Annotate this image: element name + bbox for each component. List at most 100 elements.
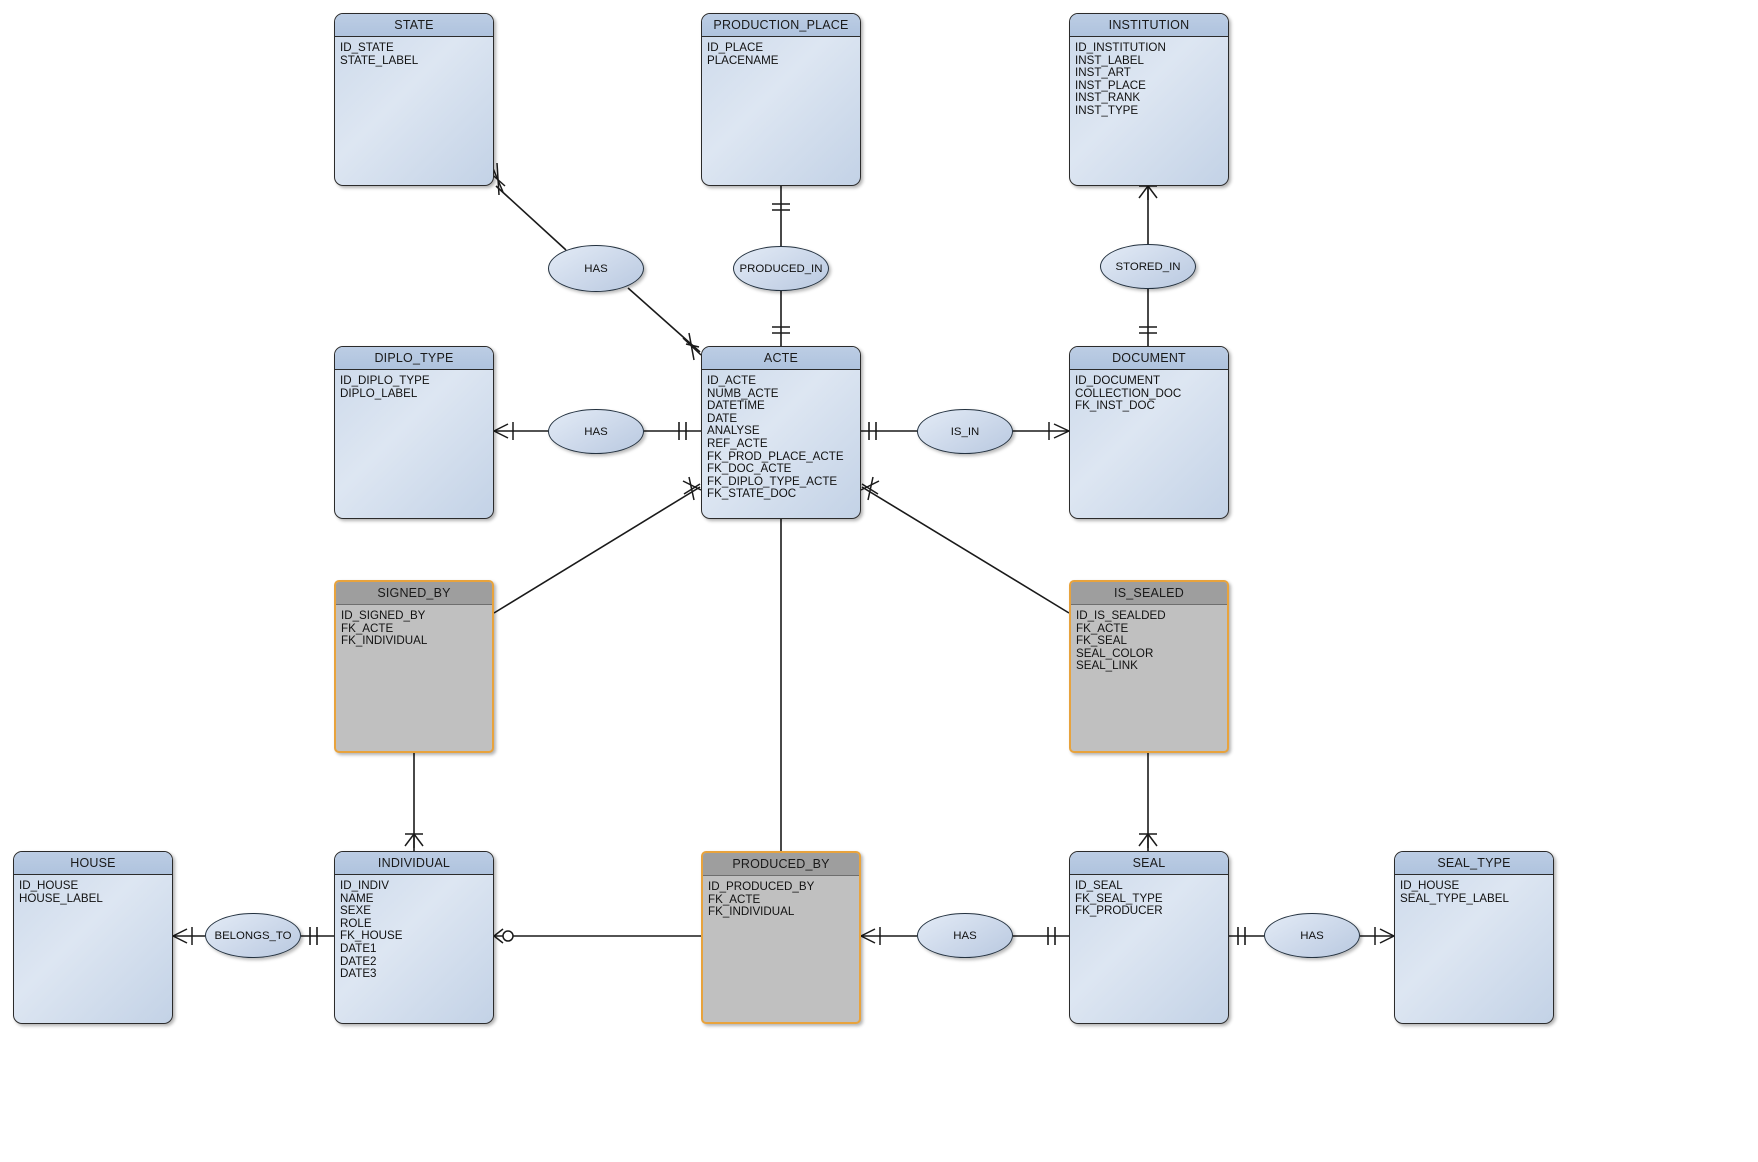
entity-diplo-type[interactable]: DIPLO_TYPE ID_DIPLO_TYPE DIPLO_LABEL — [334, 346, 494, 519]
entity-house[interactable]: HOUSE ID_HOUSE HOUSE_LABEL — [13, 851, 173, 1024]
entity-individual[interactable]: INDIVIDUAL ID_INDIV NAME SEXE ROLE FK_HO… — [334, 851, 494, 1024]
entity-state[interactable]: STATE ID_STATE STATE_LABEL — [334, 13, 494, 186]
relationship-has-producer[interactable]: HAS — [917, 913, 1013, 958]
attribute: FK_ACTE — [341, 621, 394, 635]
attribute: ID_INSTITUTION — [1075, 41, 1166, 54]
attribute: FK_PROD_PLACE_ACTE — [707, 449, 844, 463]
attribute: SEAL_COLOR — [1076, 646, 1154, 660]
attribute: DATE2 — [340, 954, 377, 968]
attribute: FK_ACTE — [1076, 621, 1129, 635]
entity-document[interactable]: DOCUMENT ID_DOCUMENT COLLECTION_DOC FK_I… — [1069, 346, 1229, 519]
entity-seal[interactable]: SEAL ID_SEAL FK_SEAL_TYPE FK_PRODUCER — [1069, 851, 1229, 1024]
attribute: ID_IS_SEALDED — [1076, 609, 1166, 622]
attribute: FK_SEAL — [1076, 634, 1127, 648]
entity-title: ACTE — [702, 347, 860, 370]
relationship-has-state[interactable]: HAS — [548, 245, 644, 292]
attribute: FK_ACTE — [708, 892, 761, 906]
crowfoot-has-acte — [682, 332, 702, 361]
entity-title: INSTITUTION — [1070, 14, 1228, 37]
attribute-list: ID_INSTITUTION INST_LABEL INST_ART INST_… — [1070, 37, 1228, 118]
connector-state-has — [495, 185, 567, 251]
relationship-stored-in[interactable]: STORED_IN — [1100, 244, 1196, 289]
attribute-list: ID_INDIV NAME SEXE ROLE FK_HOUSE DATE1 D… — [335, 875, 493, 981]
attribute: ID_SEAL — [1075, 879, 1123, 892]
attribute: FK_HOUSE — [340, 929, 403, 943]
connector-issealed-acte — [861, 486, 1070, 614]
attribute: FK_SEAL_TYPE — [1075, 891, 1163, 905]
attribute: INST_LABEL — [1075, 53, 1144, 67]
crowfoot-signedby-acte — [682, 476, 702, 501]
relationship-produced-in[interactable]: PRODUCED_IN — [733, 246, 829, 291]
attribute-list: ID_HOUSE HOUSE_LABEL — [14, 875, 172, 905]
attribute-list: ID_DIPLO_TYPE DIPLO_LABEL — [335, 370, 493, 400]
attribute: DATE — [707, 411, 738, 425]
relationship-belongs-to[interactable]: BELONGS_TO — [205, 913, 301, 958]
attribute: HOUSE_LABEL — [19, 891, 103, 905]
attribute: ID_HOUSE — [19, 879, 79, 892]
relationship-label: BELONGS_TO — [214, 929, 292, 942]
attribute: NUMB_ACTE — [707, 386, 779, 400]
attribute: FK_INDIVIDUAL — [708, 905, 795, 919]
entity-title: SIGNED_BY — [336, 582, 492, 605]
entity-production-place[interactable]: PRODUCTION_PLACE ID_PLACE PLACENAME — [701, 13, 861, 186]
attribute-list: ID_DOCUMENT COLLECTION_DOC FK_INST_DOC — [1070, 370, 1228, 413]
attribute-list: ID_ACTE NUMB_ACTE DATETIME DATE ANALYSE … — [702, 370, 860, 501]
entity-title: HOUSE — [14, 852, 172, 875]
connector-signedby-acte — [493, 486, 701, 614]
entity-seal-type[interactable]: SEAL_TYPE ID_HOUSE SEAL_TYPE_LABEL — [1394, 851, 1554, 1024]
crowfoot-issealed-acte — [860, 476, 880, 501]
attribute: INST_PLACE — [1075, 78, 1146, 92]
connector-has-acte — [627, 287, 701, 353]
attribute: ID_ACTE — [707, 374, 756, 387]
attribute: DATETIME — [707, 399, 765, 413]
entity-title: PRODUCTION_PLACE — [702, 14, 860, 37]
attribute-list: ID_STATE STATE_LABEL — [335, 37, 493, 67]
attribute-list: ID_PLACE PLACENAME — [702, 37, 860, 67]
entity-acte[interactable]: ACTE ID_ACTE NUMB_ACTE DATETIME DATE ANA… — [701, 346, 861, 519]
entity-produced-by[interactable]: PRODUCED_BY ID_PRODUCED_BY FK_ACTE FK_IN… — [701, 851, 861, 1024]
attribute: SEXE — [340, 904, 371, 918]
attribute: FK_PRODUCER — [1075, 904, 1163, 918]
attribute: ID_DIPLO_TYPE — [340, 374, 430, 387]
attribute-list: ID_SIGNED_BY FK_ACTE FK_INDIVIDUAL — [336, 605, 492, 648]
entity-title: SEAL_TYPE — [1395, 852, 1553, 875]
attribute-list: ID_HOUSE SEAL_TYPE_LABEL — [1395, 875, 1553, 905]
attribute: NAME — [340, 891, 374, 905]
attribute: DIPLO_LABEL — [340, 386, 418, 400]
relationship-is-in[interactable]: IS_IN — [917, 409, 1013, 454]
attribute: ID_PLACE — [707, 41, 764, 54]
entity-title: DIPLO_TYPE — [335, 347, 493, 370]
attribute: FK_INDIVIDUAL — [341, 634, 428, 648]
relationship-label: HAS — [1300, 929, 1324, 942]
attribute: FK_STATE_DOC — [707, 487, 797, 501]
attribute: FK_DOC_ACTE — [707, 462, 792, 476]
attribute: FK_DIPLO_TYPE_ACTE — [707, 474, 838, 488]
relationship-label: HAS — [584, 262, 608, 275]
attribute-list: ID_PRODUCED_BY FK_ACTE FK_INDIVIDUAL — [703, 876, 859, 919]
attribute: FK_INST_DOC — [1075, 399, 1155, 413]
entity-signed-by[interactable]: SIGNED_BY ID_SIGNED_BY FK_ACTE FK_INDIVI… — [334, 580, 494, 753]
attribute: INST_RANK — [1075, 91, 1141, 105]
attribute: STATE_LABEL — [340, 53, 419, 67]
entity-institution[interactable]: INSTITUTION ID_INSTITUTION INST_LABEL IN… — [1069, 13, 1229, 186]
attribute-list: ID_IS_SEALDED FK_ACTE FK_SEAL SEAL_COLOR… — [1071, 605, 1227, 673]
relationship-label: HAS — [953, 929, 977, 942]
attribute: ID_INDIV — [340, 879, 389, 892]
entity-title: IS_SEALED — [1071, 582, 1227, 605]
attribute: ID_PRODUCED_BY — [708, 880, 815, 893]
entity-title: STATE — [335, 14, 493, 37]
entity-title: DOCUMENT — [1070, 347, 1228, 370]
relationship-label: IS_IN — [950, 425, 980, 438]
attribute: INST_TYPE — [1075, 103, 1139, 117]
attribute: ID_STATE — [340, 41, 394, 54]
attribute: DATE1 — [340, 941, 377, 955]
attribute: ID_HOUSE — [1400, 879, 1460, 892]
relationship-has-diplo[interactable]: HAS — [548, 409, 644, 454]
relationship-has-seal-type[interactable]: HAS — [1264, 913, 1360, 958]
attribute: SEAL_TYPE_LABEL — [1400, 891, 1509, 905]
entity-is-sealed[interactable]: IS_SEALED ID_IS_SEALDED FK_ACTE FK_SEAL … — [1069, 580, 1229, 753]
attribute: PLACENAME — [707, 53, 779, 67]
attribute: REF_ACTE — [707, 436, 768, 450]
attribute: ANALYSE — [707, 424, 760, 438]
